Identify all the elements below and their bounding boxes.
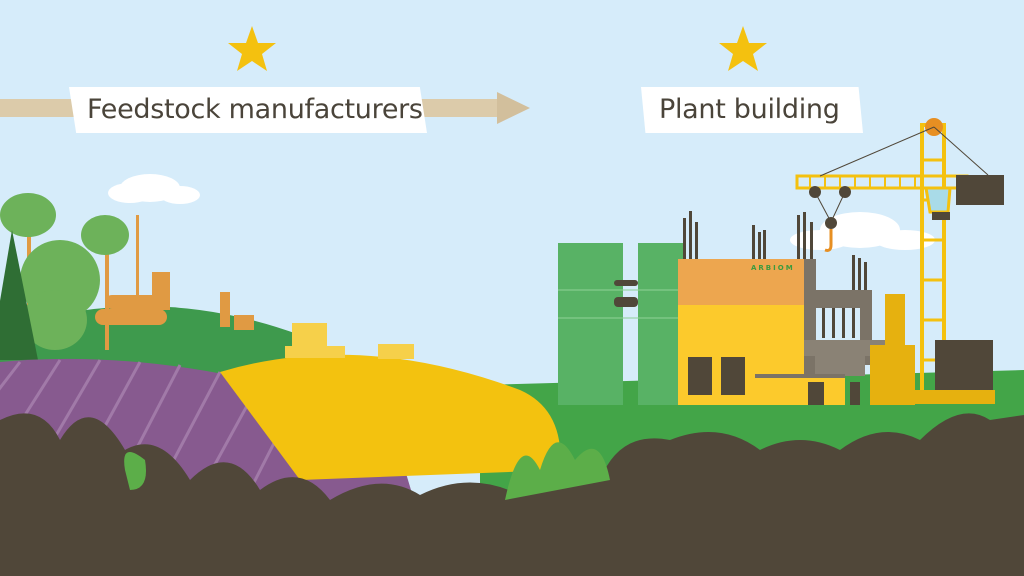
silos xyxy=(558,243,683,405)
foreground-plants xyxy=(124,442,610,500)
logs xyxy=(95,272,254,330)
rebars xyxy=(683,211,867,295)
trees xyxy=(0,193,139,360)
star-icon xyxy=(719,26,767,71)
stage-label-feedstock: Feedstock manufacturers xyxy=(69,87,427,133)
hook-icon xyxy=(824,229,833,252)
stage-label-plant-building: Plant building xyxy=(641,87,863,133)
star-icon xyxy=(228,26,276,71)
arbiom-logo: ARBIOM xyxy=(751,264,795,272)
tower-crane xyxy=(795,118,1004,404)
hay-bales xyxy=(285,323,414,359)
